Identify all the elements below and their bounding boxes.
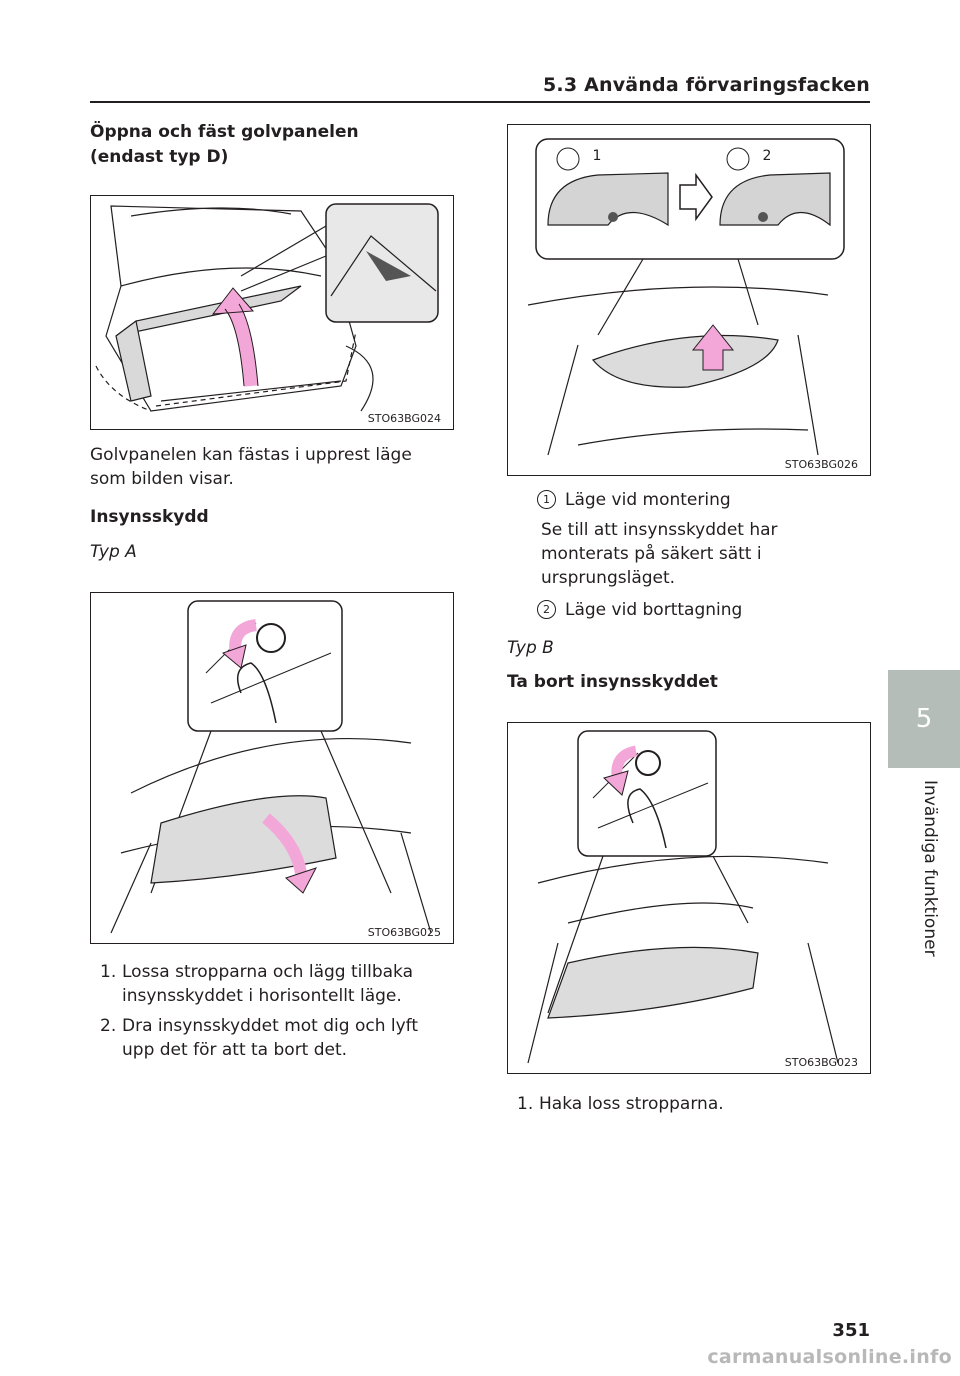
step-number: 2. [100, 1016, 117, 1036]
figure-code: STO63BG025 [367, 926, 441, 939]
figure-label-1: 1 [592, 148, 602, 164]
figure-type-a-drawing [110, 600, 432, 934]
step-text: upp det för att ta bort det. [122, 1040, 348, 1060]
step-item: 2. Dra insynsskyddet mot dig och lyft up… [100, 1014, 440, 1062]
text-line: som bilden visar. [90, 469, 234, 489]
callout-removal: 2 Läge vid borttagning [537, 598, 897, 622]
figure-floor-panel: STO63BG024 [90, 195, 454, 430]
step-item: 1. Haka loss stropparna. [517, 1092, 857, 1116]
step-text: Haka loss stropparna. [539, 1094, 724, 1114]
callout-number: 2 [537, 600, 556, 619]
watermark: carmanualsonline.info [707, 1346, 952, 1368]
step-text: insynsskyddet i horisontellt läge. [122, 986, 402, 1006]
figure-type-a: STO63BG025 [90, 592, 454, 944]
text-line: Golvpanelen kan fästas i upprest läge [90, 445, 412, 465]
figure-type-b: STO63BG023 [507, 722, 871, 1074]
figure-code: STO63BG026 [784, 458, 858, 471]
figure-mounting-positions: 1 2 STO63BG026 [507, 124, 871, 476]
figure-label-2: 2 [762, 148, 772, 164]
type-b-label: Typ B [507, 638, 554, 658]
figure-code: STO63BG024 [367, 412, 441, 425]
heading-remove-cover: Ta bort insynsskyddet [507, 672, 718, 692]
page-number: 351 [832, 1320, 870, 1341]
figure-type-b-drawing [527, 730, 839, 1064]
figure-mounting-positions-drawing [527, 138, 845, 456]
text-line: Se till att insynsskyddet har [541, 520, 778, 540]
header-rule [90, 101, 870, 103]
heading-tonneau-cover: Insynsskydd [90, 507, 209, 527]
text-line: ursprungsläget. [541, 568, 676, 588]
step-text: Dra insynsskyddet mot dig och lyft [122, 1016, 419, 1036]
chapter-label: Invändiga funktioner [920, 780, 940, 957]
paragraph-floor-panel: Golvpanelen kan fästas i upprest läge so… [90, 443, 450, 491]
heading-line: (endast typ D) [90, 147, 229, 167]
figure-floor-panel-drawing [95, 203, 439, 412]
heading-floor-panel: Öppna och fäst golvpanelen (endast typ D… [90, 120, 359, 170]
chapter-tab: 5 [888, 670, 960, 768]
callout-title: Läge vid montering [565, 490, 731, 510]
chapter-number: 5 [915, 704, 933, 734]
step-item: 1. Lossa stropparna och lägg tillbaka in… [100, 960, 440, 1008]
type-a-label: Typ A [90, 542, 137, 562]
section-title: 5.3 Använda förvaringsfacken [543, 74, 870, 96]
text-line: monterats på säkert sätt i [541, 544, 762, 564]
figure-code: STO63BG023 [784, 1056, 858, 1069]
callout-title: Läge vid borttagning [565, 600, 743, 620]
callout-number: 1 [537, 490, 556, 509]
step-number: 1. [517, 1094, 534, 1114]
callout-mounting: 1 Läge vid montering [537, 488, 897, 512]
step-text: Lossa stropparna och lägg tillbaka [122, 962, 413, 982]
callout-description: Se till att insynsskyddet har monterats … [541, 518, 861, 590]
step-number: 1. [100, 962, 117, 982]
heading-line: Öppna och fäst golvpanelen [90, 122, 359, 142]
